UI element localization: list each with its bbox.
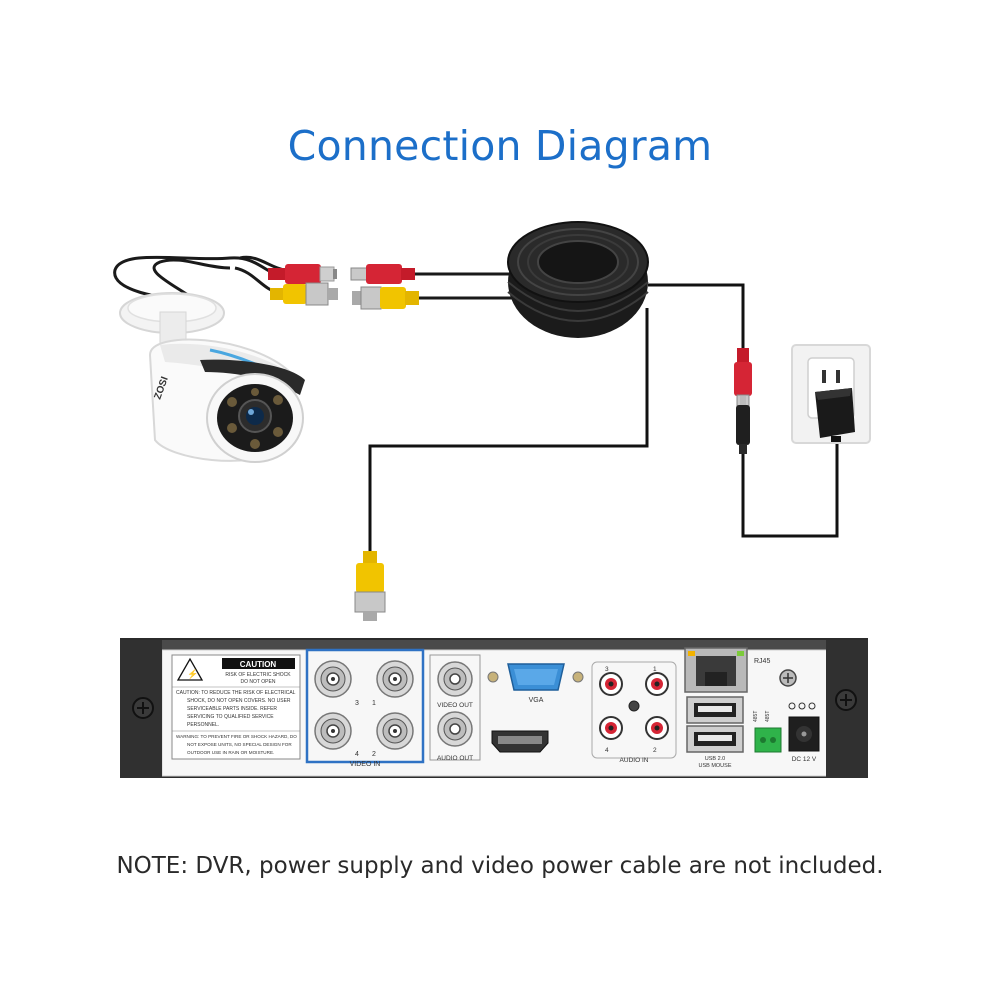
caution-line5: PERSONNEL. bbox=[187, 722, 219, 728]
label-audio-out: AUDIO OUT bbox=[437, 755, 473, 762]
bnc-port-ch3[interactable] bbox=[314, 660, 352, 698]
label-audio-2: 2 bbox=[653, 747, 657, 754]
warning-line1: WARNING: TO PREVENT FIRE OR SHOCK HAZARD… bbox=[176, 734, 297, 739]
caution-label: ⚡ CAUTION RISK OF ELECTRIC SHOCK DO NOT … bbox=[171, 654, 301, 760]
svg-text:⚡: ⚡ bbox=[187, 668, 198, 680]
label-rj45: RJ45 bbox=[754, 658, 770, 665]
caution-sub2: DO NOT OPEN bbox=[241, 679, 276, 685]
dc-polarity-icon bbox=[788, 702, 816, 710]
vga-port[interactable] bbox=[487, 663, 584, 691]
audio-in-group: 3 1 4 2 AUDIO IN bbox=[591, 661, 677, 764]
cable-coil bbox=[507, 221, 649, 338]
power-cable-route bbox=[648, 283, 839, 538]
bnc-port-ch1[interactable] bbox=[376, 660, 414, 698]
mounting-screw-left bbox=[132, 697, 154, 719]
caution-line4: SERVICING TO QUALIFIED SERVICE bbox=[187, 714, 274, 720]
camera-power-connector bbox=[268, 264, 337, 284]
label-485-a: 485T bbox=[753, 711, 759, 722]
bullet-camera: ZOSI bbox=[119, 292, 305, 463]
bnc-port-ch4[interactable] bbox=[314, 712, 352, 750]
video-in-group: 3 1 4 2 VIDEO IN bbox=[305, 648, 425, 768]
label-video-in: VIDEO IN bbox=[350, 761, 381, 768]
cable-bnc-connector bbox=[352, 286, 419, 310]
note-text: NOTE: DVR, power supply and video power … bbox=[116, 853, 884, 879]
bnc-port-ch2[interactable] bbox=[376, 712, 414, 750]
video-cable-route bbox=[368, 308, 649, 552]
label-ch2: 2 bbox=[372, 751, 376, 758]
power-adapter-icon bbox=[815, 388, 855, 442]
camera-pigtail-wire bbox=[113, 255, 286, 302]
label-usb: USB 2.0 bbox=[705, 756, 725, 762]
video-audio-out-group: VIDEO OUT AUDIO OUT bbox=[429, 654, 481, 762]
cable-power-plug bbox=[350, 264, 415, 284]
rj45-port[interactable] bbox=[684, 647, 748, 693]
label-audio-4: 4 bbox=[605, 747, 609, 754]
audio-out-port[interactable] bbox=[437, 711, 473, 747]
diagram-title: Connection Diagram bbox=[287, 122, 713, 170]
label-audio-in: AUDIO IN bbox=[620, 757, 649, 764]
warning-triangle-icon bbox=[176, 657, 204, 681]
caution-line1: CAUTION: TO REDUCE THE RISK OF ELECTRICA… bbox=[176, 690, 296, 696]
ground-screw-icon bbox=[779, 669, 797, 687]
video-out-port[interactable] bbox=[437, 661, 473, 697]
caution-line3: SERVICEABLE PARTS INSIDE. REFER bbox=[187, 706, 277, 712]
warning-line3: OUTDOOR USE IN RAIN OR MOISTURE. bbox=[187, 750, 274, 755]
usb-port-2[interactable] bbox=[686, 725, 744, 753]
label-485-b: 485T bbox=[765, 711, 771, 722]
label-ch3: 3 bbox=[355, 700, 359, 707]
caution-line2: SHOCK, DO NOT OPEN COVERS. NO USER bbox=[187, 698, 291, 704]
camera-bnc-connector bbox=[270, 282, 338, 306]
caution-title: CAUTION bbox=[240, 660, 277, 669]
rs485-terminal[interactable] bbox=[754, 727, 782, 753]
audio-in-port-2[interactable] bbox=[645, 716, 669, 740]
audio-in-port-1[interactable] bbox=[645, 672, 669, 696]
hdmi-port[interactable] bbox=[491, 730, 549, 753]
label-video-out: VIDEO OUT bbox=[437, 702, 473, 709]
mounting-screw-right bbox=[835, 689, 857, 711]
label-usb-mouse: USB MOUSE bbox=[698, 763, 731, 769]
warning-line2: NOT EXPOSE UNITS, NO SPECIAL DESIGN FOR bbox=[187, 742, 292, 747]
label-audio-3: 3 bbox=[605, 666, 609, 673]
audio-in-port-3[interactable] bbox=[599, 672, 623, 696]
label-vga: VGA bbox=[529, 697, 544, 704]
adapter-dc-plug bbox=[736, 396, 750, 454]
usb-port-1[interactable] bbox=[686, 696, 744, 724]
audio-in-port-4[interactable] bbox=[599, 716, 623, 740]
caution-sub1: RISK OF ELECTRIC SHOCK bbox=[225, 672, 291, 678]
dvr-rear-panel: ⚡ CAUTION RISK OF ELECTRIC SHOCK DO NOT … bbox=[120, 638, 868, 778]
label-ch4: 4 bbox=[355, 751, 359, 758]
label-dc: DC 12 V bbox=[792, 756, 817, 763]
dc-power-jack[interactable] bbox=[788, 716, 820, 752]
label-audio-1: 1 bbox=[653, 666, 657, 673]
dvr-bnc-plug bbox=[354, 551, 386, 621]
audio-screw-icon bbox=[628, 700, 640, 712]
label-ch1: 1 bbox=[372, 700, 376, 707]
